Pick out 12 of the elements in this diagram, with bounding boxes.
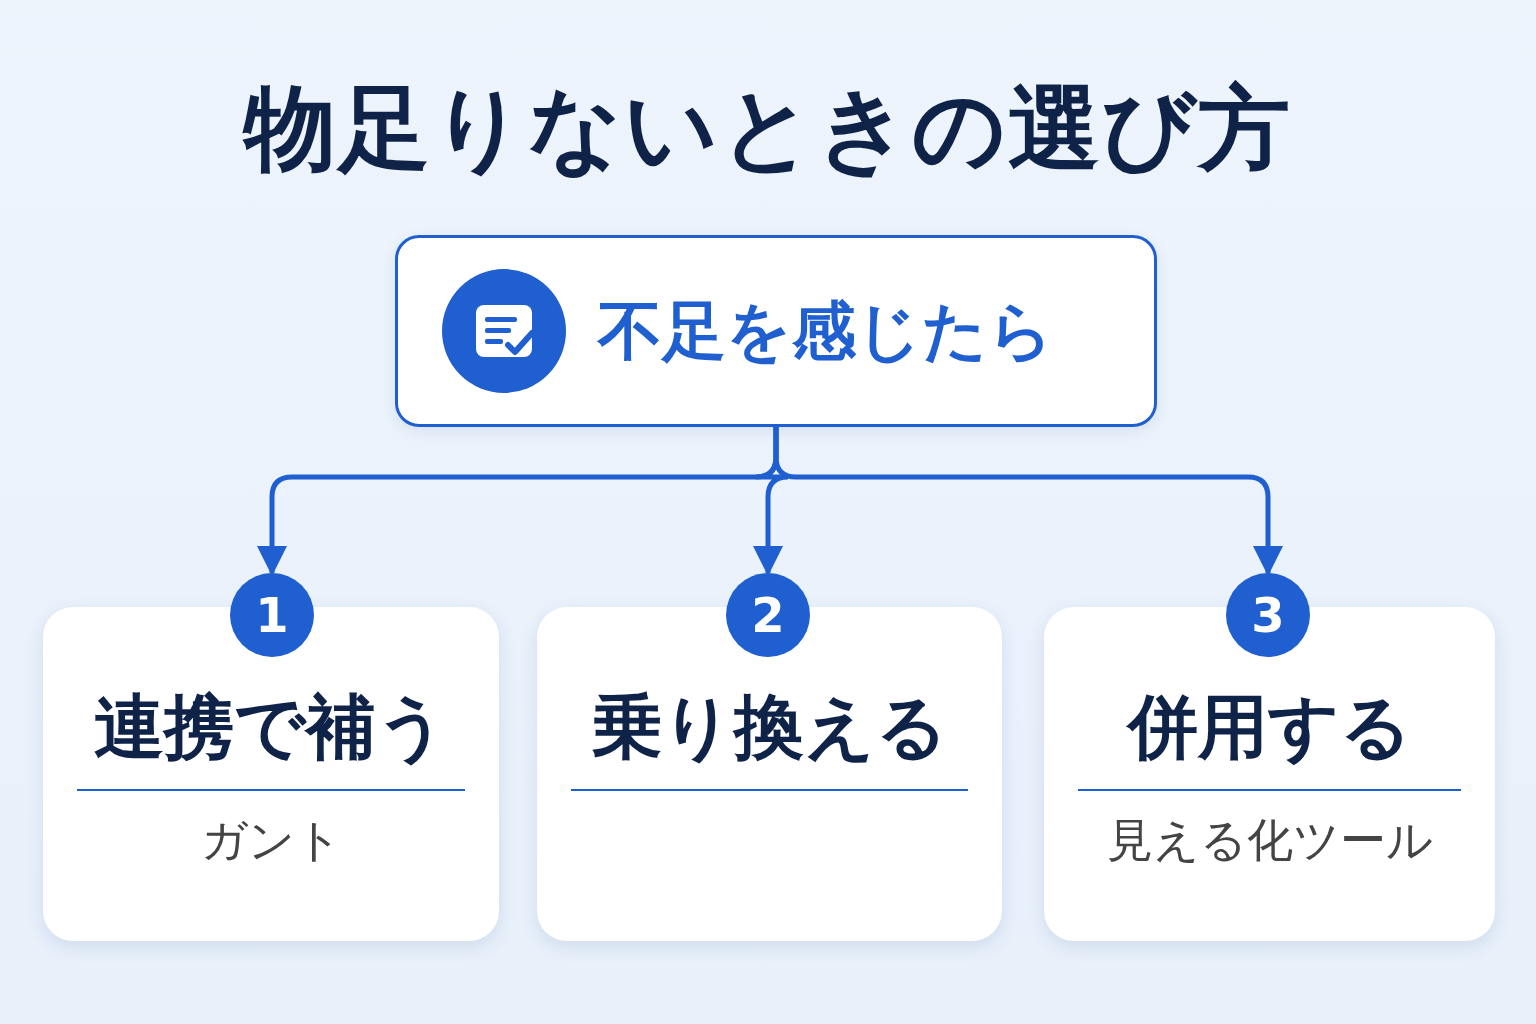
- card-heading: 併用する: [1127, 685, 1412, 769]
- start-box: [395, 235, 1157, 427]
- number-badge: 2: [726, 573, 810, 657]
- card-heading: 乗り換える: [591, 685, 948, 769]
- number-badge: 3: [1226, 573, 1310, 657]
- card-subtext: ガント: [200, 813, 342, 869]
- arrow: [773, 427, 1283, 576]
- diagram-title: 物足りないときの選び方: [244, 78, 1292, 180]
- card-subtext: 見える化ツール: [1106, 813, 1433, 869]
- card-heading: 連携で補う: [94, 685, 448, 769]
- number-badge: 1: [230, 573, 314, 657]
- box-title: 不足を感じたら: [598, 292, 1054, 370]
